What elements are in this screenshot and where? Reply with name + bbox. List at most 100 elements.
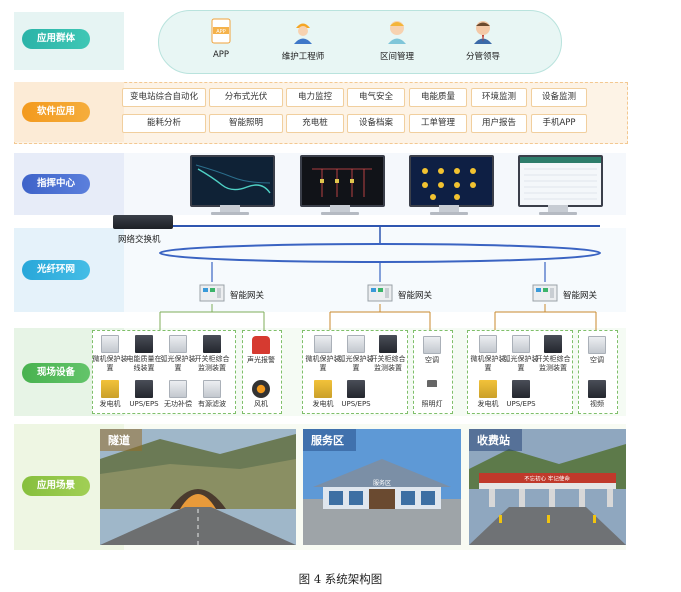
device-item: 开关柜综合监测装置 <box>194 335 230 372</box>
device-label: 发电机 <box>477 400 499 408</box>
app-item-label: 维护工程师 <box>281 52 325 62</box>
monitor-diagram-screen <box>300 155 385 207</box>
app-item-app: APP APP <box>186 18 256 60</box>
switchgear-monitor-icon <box>544 335 562 353</box>
app-item-label: APP <box>212 50 230 60</box>
scene-service-area: 服务区 服务区 <box>303 429 461 545</box>
monitor-stand <box>330 205 350 213</box>
device-label: 视频 <box>590 400 604 408</box>
device-item: 电能质量在线装置 <box>126 335 162 372</box>
scene-label: 隧道 <box>100 429 142 451</box>
switchgear-monitor-icon <box>203 335 221 353</box>
network-switch-icon <box>113 215 173 229</box>
software-item: 分布式光伏 <box>209 88 283 107</box>
device-label: 开关柜综合监测装置 <box>194 355 230 372</box>
layer-app-group: 应用群体 <box>22 29 90 49</box>
ups-icon <box>347 380 365 398</box>
tunnel-image <box>100 429 296 545</box>
device-item: UPS/EPS <box>338 380 374 409</box>
video-monitor-icon <box>588 380 606 398</box>
gateway-label: 智能网关 <box>230 291 265 301</box>
generator-icon <box>314 380 332 398</box>
fan-icon <box>252 380 270 398</box>
device-label: 发电机 <box>99 400 121 408</box>
device-label: 照明灯 <box>421 400 443 408</box>
device-item: 弧光保护装置 <box>503 335 539 372</box>
gateway-label: 智能网关 <box>563 291 598 301</box>
toll-banner-text: 不忘初心 牢记使命 <box>524 475 570 483</box>
device-item: 弧光保护装置 <box>338 335 374 372</box>
device-item: 视频 <box>579 380 615 409</box>
software-item: 电力监控 <box>286 88 344 107</box>
software-item: 能耗分析 <box>122 114 206 133</box>
reactive-compensation-icon <box>169 380 187 398</box>
toll-station-image: 不忘初心 牢记使命 <box>469 429 626 545</box>
software-item: 设备监测 <box>531 88 587 107</box>
layer-command: 指挥中心 <box>22 174 90 194</box>
software-item: 变电站综合自动化 <box>122 88 206 107</box>
gateway-icon <box>199 283 225 303</box>
monitor-stand <box>220 205 240 213</box>
gateway-icon <box>532 283 558 303</box>
device-item: 空调 <box>414 336 450 365</box>
software-item: 手机APP <box>531 114 587 133</box>
engineer-icon <box>290 18 316 44</box>
device-item: 发电机 <box>92 380 128 409</box>
generator-icon <box>479 380 497 398</box>
device-label: 弧光保护装置 <box>503 355 539 372</box>
alarm-icon <box>252 336 270 354</box>
layer-software: 软件应用 <box>22 102 90 122</box>
app-item-label: 区间管理 <box>379 52 414 62</box>
protection-device-icon <box>479 335 497 353</box>
device-item: 风机 <box>243 380 279 409</box>
device-label: 有源滤波 <box>198 400 226 408</box>
protection-device-icon <box>314 335 332 353</box>
layer-scenes: 应用场景 <box>22 476 90 496</box>
monitor-stand <box>548 205 568 213</box>
air-conditioner-icon <box>423 336 441 354</box>
service-area-sign: 服务区 <box>373 479 391 487</box>
monitor-foot <box>321 212 359 215</box>
gateway-label: 智能网关 <box>398 291 433 301</box>
device-item: 无功补偿 <box>160 380 196 409</box>
power-quality-device-icon <box>135 335 153 353</box>
lamp-icon <box>427 380 437 398</box>
device-label: 风机 <box>254 400 268 408</box>
software-item: 工单管理 <box>409 114 467 133</box>
switchgear-monitor-icon <box>379 335 397 353</box>
figure-caption: 图 4 系统架构图 <box>298 572 383 586</box>
device-label: 弧光保护装置 <box>338 355 374 372</box>
device-item: 声光报警 <box>243 336 279 365</box>
monitor-foot <box>430 212 468 215</box>
protection-device-icon <box>101 335 119 353</box>
monitor-foot <box>539 212 577 215</box>
device-item: 微机保护装置 <box>305 335 341 372</box>
app-badge-text: APP <box>216 29 225 35</box>
device-item: 发电机 <box>470 380 506 409</box>
device-label: 开关柜综合监测装置 <box>535 355 571 372</box>
layer-field: 现场设备 <box>22 363 90 383</box>
device-label: 开关柜综合监测装置 <box>370 355 406 372</box>
scene-tunnel: 隧道 <box>100 429 296 545</box>
scene-toll-station: 不忘初心 牢记使命 收费站 <box>469 429 626 545</box>
device-label: 空调 <box>590 356 604 364</box>
software-item: 环境监测 <box>471 88 527 107</box>
device-item: 开关柜综合监测装置 <box>370 335 406 372</box>
device-item: UPS/EPS <box>503 380 539 409</box>
monitor-foot <box>211 212 249 215</box>
device-item: 弧光保护装置 <box>160 335 196 372</box>
device-label: 电能质量在线装置 <box>126 355 162 372</box>
software-item: 电气安全 <box>347 88 405 107</box>
phone-app-icon: APP <box>208 18 234 44</box>
layer-fiber: 光纤环网 <box>22 260 90 280</box>
arc-protection-icon <box>512 335 530 353</box>
app-item-section-mgmt: 区间管理 <box>362 18 432 62</box>
device-item: 微机保护装置 <box>470 335 506 372</box>
device-label: 空调 <box>425 356 439 364</box>
device-item: 微机保护装置 <box>92 335 128 372</box>
device-label: 发电机 <box>312 400 334 408</box>
device-label: 无功补偿 <box>164 400 192 408</box>
generator-icon <box>101 380 119 398</box>
device-item: 有源滤波 <box>194 380 230 409</box>
